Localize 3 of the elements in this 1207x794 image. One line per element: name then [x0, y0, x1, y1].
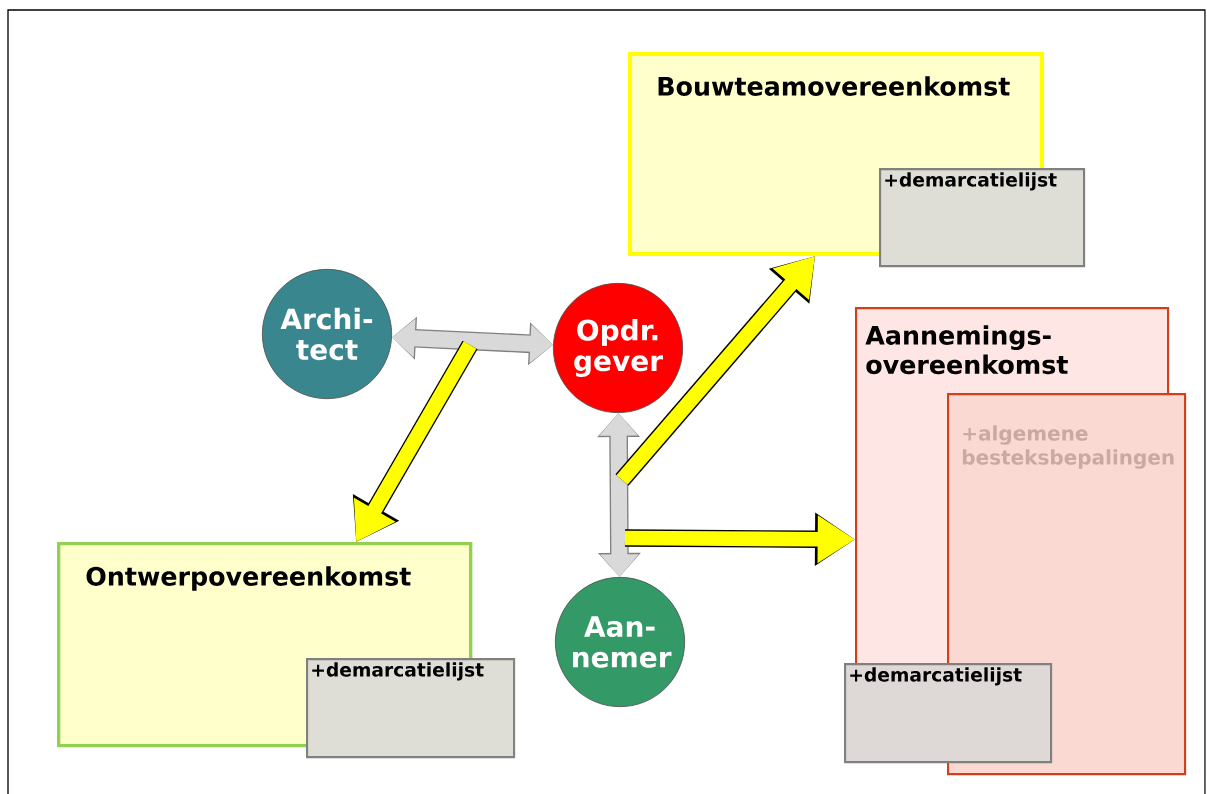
contract-box: +demarcatielijst: [306, 658, 516, 759]
contract-box: +demarcatielijst: [844, 663, 1053, 764]
contract-box: +demarcatielijst: [879, 168, 1086, 268]
